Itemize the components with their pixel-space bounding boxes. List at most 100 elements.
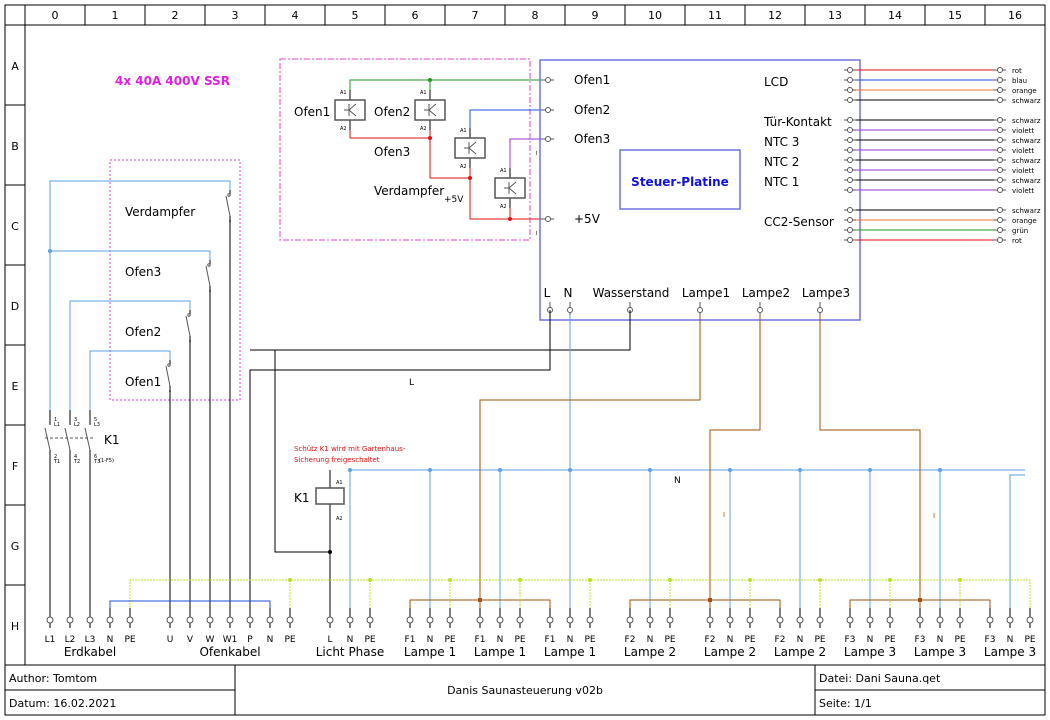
terminal-group-label: Lampe 3	[984, 645, 1036, 659]
terminal-pin-label: F3	[845, 635, 856, 645]
contact-pin-label: T3	[93, 459, 100, 465]
terminal-pin-label: N	[567, 635, 574, 645]
switch-contact	[225, 190, 231, 222]
n-bridge-wire	[109, 600, 271, 608]
terminal	[886, 616, 894, 624]
board-bottom-label: Lampe3	[802, 286, 850, 300]
column-header: 7	[472, 9, 479, 22]
terminal	[566, 616, 574, 624]
terminal-pin-label: N	[497, 635, 504, 645]
coil-pin-a1: A1	[336, 480, 343, 486]
terminal	[186, 616, 194, 624]
lamp-wiring: I I	[409, 315, 991, 608]
column-header: 6	[412, 9, 419, 22]
terminal	[746, 616, 754, 624]
relay-pin-a2: A2	[340, 126, 347, 132]
terminal-pin-label: W1	[223, 635, 238, 645]
terminal	[1006, 616, 1014, 624]
board-bottom-label: Lampe2	[742, 286, 790, 300]
switch-label-ofen3: Ofen3	[125, 265, 161, 279]
board-pin	[844, 187, 856, 193]
board-bottom-label: Wasserstand	[593, 286, 670, 300]
board-group-label: Tür-Kontakt	[763, 115, 832, 129]
board-title: Steuer-Platine	[631, 175, 729, 189]
terminal-pin-label: PE	[744, 635, 755, 645]
terminal-pin-label: PE	[584, 635, 595, 645]
board-pin	[844, 67, 856, 73]
row-header: H	[11, 620, 19, 633]
lamp-bridge	[629, 599, 781, 608]
board-pin	[542, 107, 554, 113]
terminal-pin-label: PE	[124, 635, 135, 645]
contact-pin-number: 5	[94, 417, 97, 423]
terminal-pin-label: F1	[405, 635, 416, 645]
terminal-pin-label: N	[647, 635, 654, 645]
board-pin	[844, 207, 856, 213]
board-pin	[844, 127, 856, 133]
row-header: A	[11, 60, 19, 73]
cable-end	[994, 177, 1006, 183]
wire-marker: I	[933, 512, 935, 520]
board-pin	[844, 177, 856, 183]
board-pin	[844, 167, 856, 173]
column-header: 2	[172, 9, 179, 22]
terminal	[366, 616, 374, 624]
contact-pin-number: 6	[94, 454, 97, 460]
terminal-pin-label: N	[267, 635, 274, 645]
terminal	[446, 616, 454, 624]
cable-color-label: schwarz	[1012, 157, 1041, 165]
terminal-pin-label: U	[167, 635, 174, 645]
column-header: 12	[768, 9, 782, 22]
terminal-pin-label: PE	[1024, 635, 1035, 645]
terminal	[206, 616, 214, 624]
board-pin	[844, 237, 856, 243]
terminal	[866, 616, 874, 624]
terminal-pin-label: N	[797, 635, 804, 645]
pe-bus	[129, 578, 1031, 608]
contact-pin-label: T2	[73, 459, 80, 465]
terminal	[986, 616, 994, 624]
neutral-bus: N	[348, 315, 1025, 608]
terminal	[726, 616, 734, 624]
board-bottom-label: L	[544, 286, 551, 300]
terminal-pin-label: PE	[954, 635, 965, 645]
board-pin	[844, 77, 856, 83]
board-pin-label: +5V	[574, 212, 601, 226]
terminal-pin-label: F1	[545, 635, 556, 645]
terminal-pin-label: L3	[85, 635, 96, 645]
relay-pin-a1: A1	[460, 128, 467, 134]
terminal-pin-label: L1	[45, 635, 56, 645]
board-pin	[542, 136, 554, 142]
cable-color-label: orange	[1012, 87, 1037, 95]
contact-pin-label: L2	[74, 422, 80, 428]
cable-color-label: orange	[1012, 217, 1037, 225]
terminal-pin-label: N	[727, 635, 734, 645]
terminal-pin-label: F1	[475, 635, 486, 645]
terminal-pin-label: PE	[514, 635, 525, 645]
relay-pin-a2: A2	[500, 204, 507, 210]
terminal-pin-label: PE	[884, 635, 895, 645]
relay-switch-group: Verdampfer Ofen3 Ofen2 Ofen1	[48, 159, 241, 608]
terminal-pin-label: PE	[444, 635, 455, 645]
cable-color-label: schwarz	[1012, 177, 1041, 185]
terminal-group-label: Lampe 1	[544, 645, 596, 659]
terminal	[496, 616, 504, 624]
ssr-label-verdampfer: Verdampfer	[374, 184, 444, 198]
terminal-pin-label: L2	[65, 635, 76, 645]
contact-pin-label: L3	[94, 422, 100, 428]
terminal	[406, 616, 414, 624]
board-pin	[542, 77, 554, 83]
terminal	[916, 616, 924, 624]
column-header: 5	[352, 9, 359, 22]
terminal-pin-label: N	[867, 635, 874, 645]
